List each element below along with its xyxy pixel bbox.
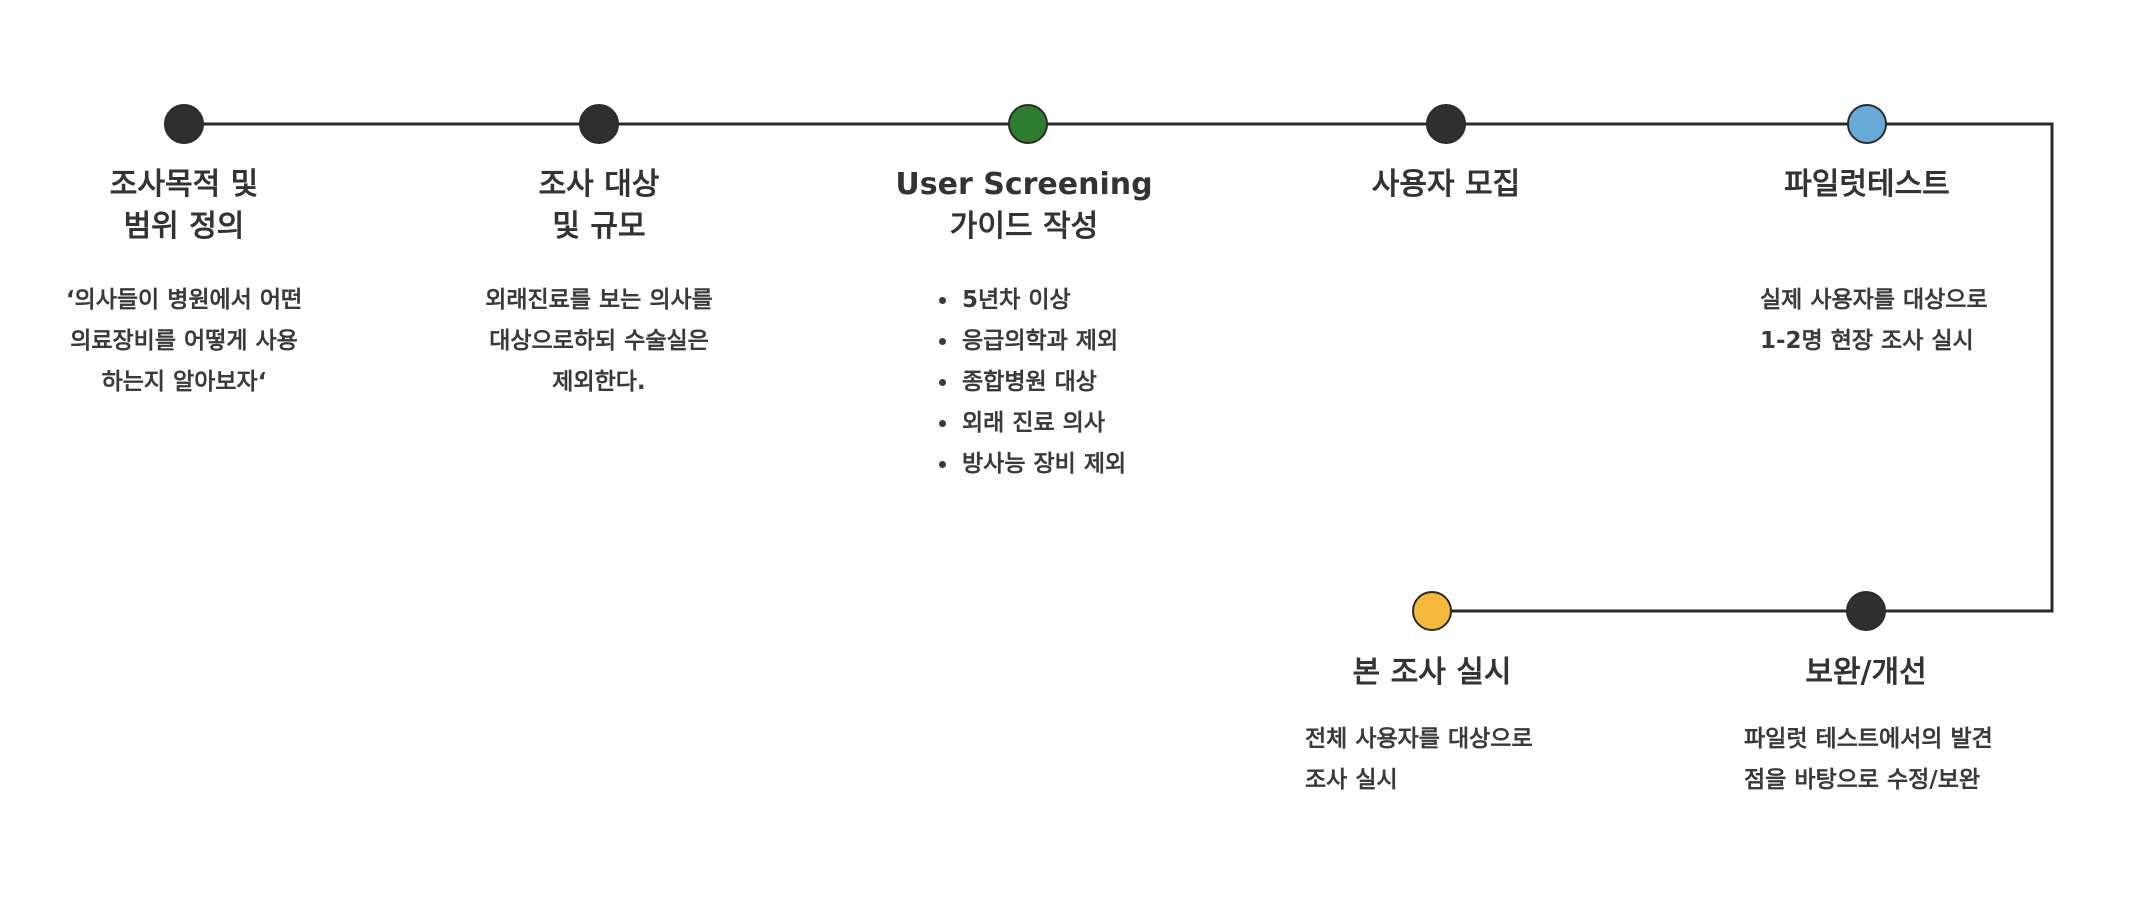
step-title-improve: 보완/개선 bbox=[1716, 652, 2016, 694]
step-title-line: User Screening bbox=[895, 167, 1153, 202]
step-title-line: 파일럿테스트 bbox=[1784, 167, 1950, 202]
step-desc-line: 파일럿 테스트에서의 발견 bbox=[1744, 726, 1993, 752]
step-title-line: 및 규모 bbox=[552, 209, 646, 244]
step-node-pilot bbox=[1847, 104, 1887, 144]
bullet-item: 5년차 이상 bbox=[937, 280, 1126, 321]
step-desc-pilot: 실제 사용자를 대상으로 1-2명 현장 조사 실시 bbox=[1760, 280, 2060, 362]
connector-line bbox=[184, 122, 2054, 613]
step-desc-line: 조사 실시 bbox=[1305, 767, 1398, 793]
step-title-line: 가이드 작성 bbox=[949, 209, 1099, 244]
bullet-item: 종합병원 대상 bbox=[937, 362, 1126, 403]
step-node-main bbox=[1412, 591, 1452, 631]
step-desc-target: 외래진료를 보는 의사를 대상으로하되 수술실은 제외한다. bbox=[449, 280, 749, 403]
step-title-line: 사용자 모집 bbox=[1371, 167, 1521, 202]
step-desc-main: 전체 사용자를 대상으로 조사 실시 bbox=[1305, 719, 1605, 801]
step-desc-scope: ‘의사들이 병원에서 어떤 의료장비를 어떻게 사용 하는지 알아보자‘ bbox=[34, 280, 334, 403]
step-title-line: 범위 정의 bbox=[123, 209, 245, 244]
step-desc-line: 전체 사용자를 대상으로 bbox=[1305, 726, 1533, 752]
step-desc-line: ‘의사들이 병원에서 어떤 bbox=[65, 287, 303, 313]
step-bullets-screening: 5년차 이상 응급의학과 제외 종합병원 대상 외래 진료 의사 방사능 장비 … bbox=[937, 280, 1126, 485]
bullet-item: 방사능 장비 제외 bbox=[937, 444, 1126, 485]
step-title-line: 본 조사 실시 bbox=[1352, 655, 1512, 690]
step-title-line: 보완/개선 bbox=[1805, 655, 1927, 690]
bullet-item: 응급의학과 제외 bbox=[937, 321, 1126, 362]
step-title-main: 본 조사 실시 bbox=[1282, 652, 1582, 694]
step-node-screening bbox=[1008, 104, 1048, 144]
step-node-improve bbox=[1846, 591, 1886, 631]
step-desc-line: 하는지 알아보자‘ bbox=[101, 369, 267, 395]
step-desc-line: 대상으로하되 수술실은 bbox=[489, 328, 709, 354]
step-desc-line: 제외한다. bbox=[552, 369, 646, 395]
step-title-recruit: 사용자 모집 bbox=[1296, 164, 1596, 206]
step-desc-improve: 파일럿 테스트에서의 발견 점을 바탕으로 수정/보완 bbox=[1744, 719, 2044, 801]
step-desc-line: 외래진료를 보는 의사를 bbox=[485, 287, 713, 313]
step-node-recruit bbox=[1426, 104, 1466, 144]
step-title-screening: User Screening 가이드 작성 bbox=[874, 164, 1174, 248]
step-title-pilot: 파일럿테스트 bbox=[1717, 164, 2017, 206]
step-desc-line: 의료장비를 어떻게 사용 bbox=[70, 328, 298, 354]
step-title-line: 조사목적 및 bbox=[109, 167, 259, 202]
step-node-scope bbox=[164, 104, 204, 144]
bullet-item: 외래 진료 의사 bbox=[937, 403, 1126, 444]
step-title-target: 조사 대상 및 규모 bbox=[449, 164, 749, 248]
step-desc-line: 1-2명 현장 조사 실시 bbox=[1760, 328, 1974, 354]
step-title-scope: 조사목적 및 범위 정의 bbox=[34, 164, 334, 248]
step-desc-line: 점을 바탕으로 수정/보완 bbox=[1744, 767, 1981, 793]
step-node-target bbox=[579, 104, 619, 144]
step-desc-line: 실제 사용자를 대상으로 bbox=[1760, 287, 1988, 313]
step-title-line: 조사 대상 bbox=[538, 167, 660, 202]
